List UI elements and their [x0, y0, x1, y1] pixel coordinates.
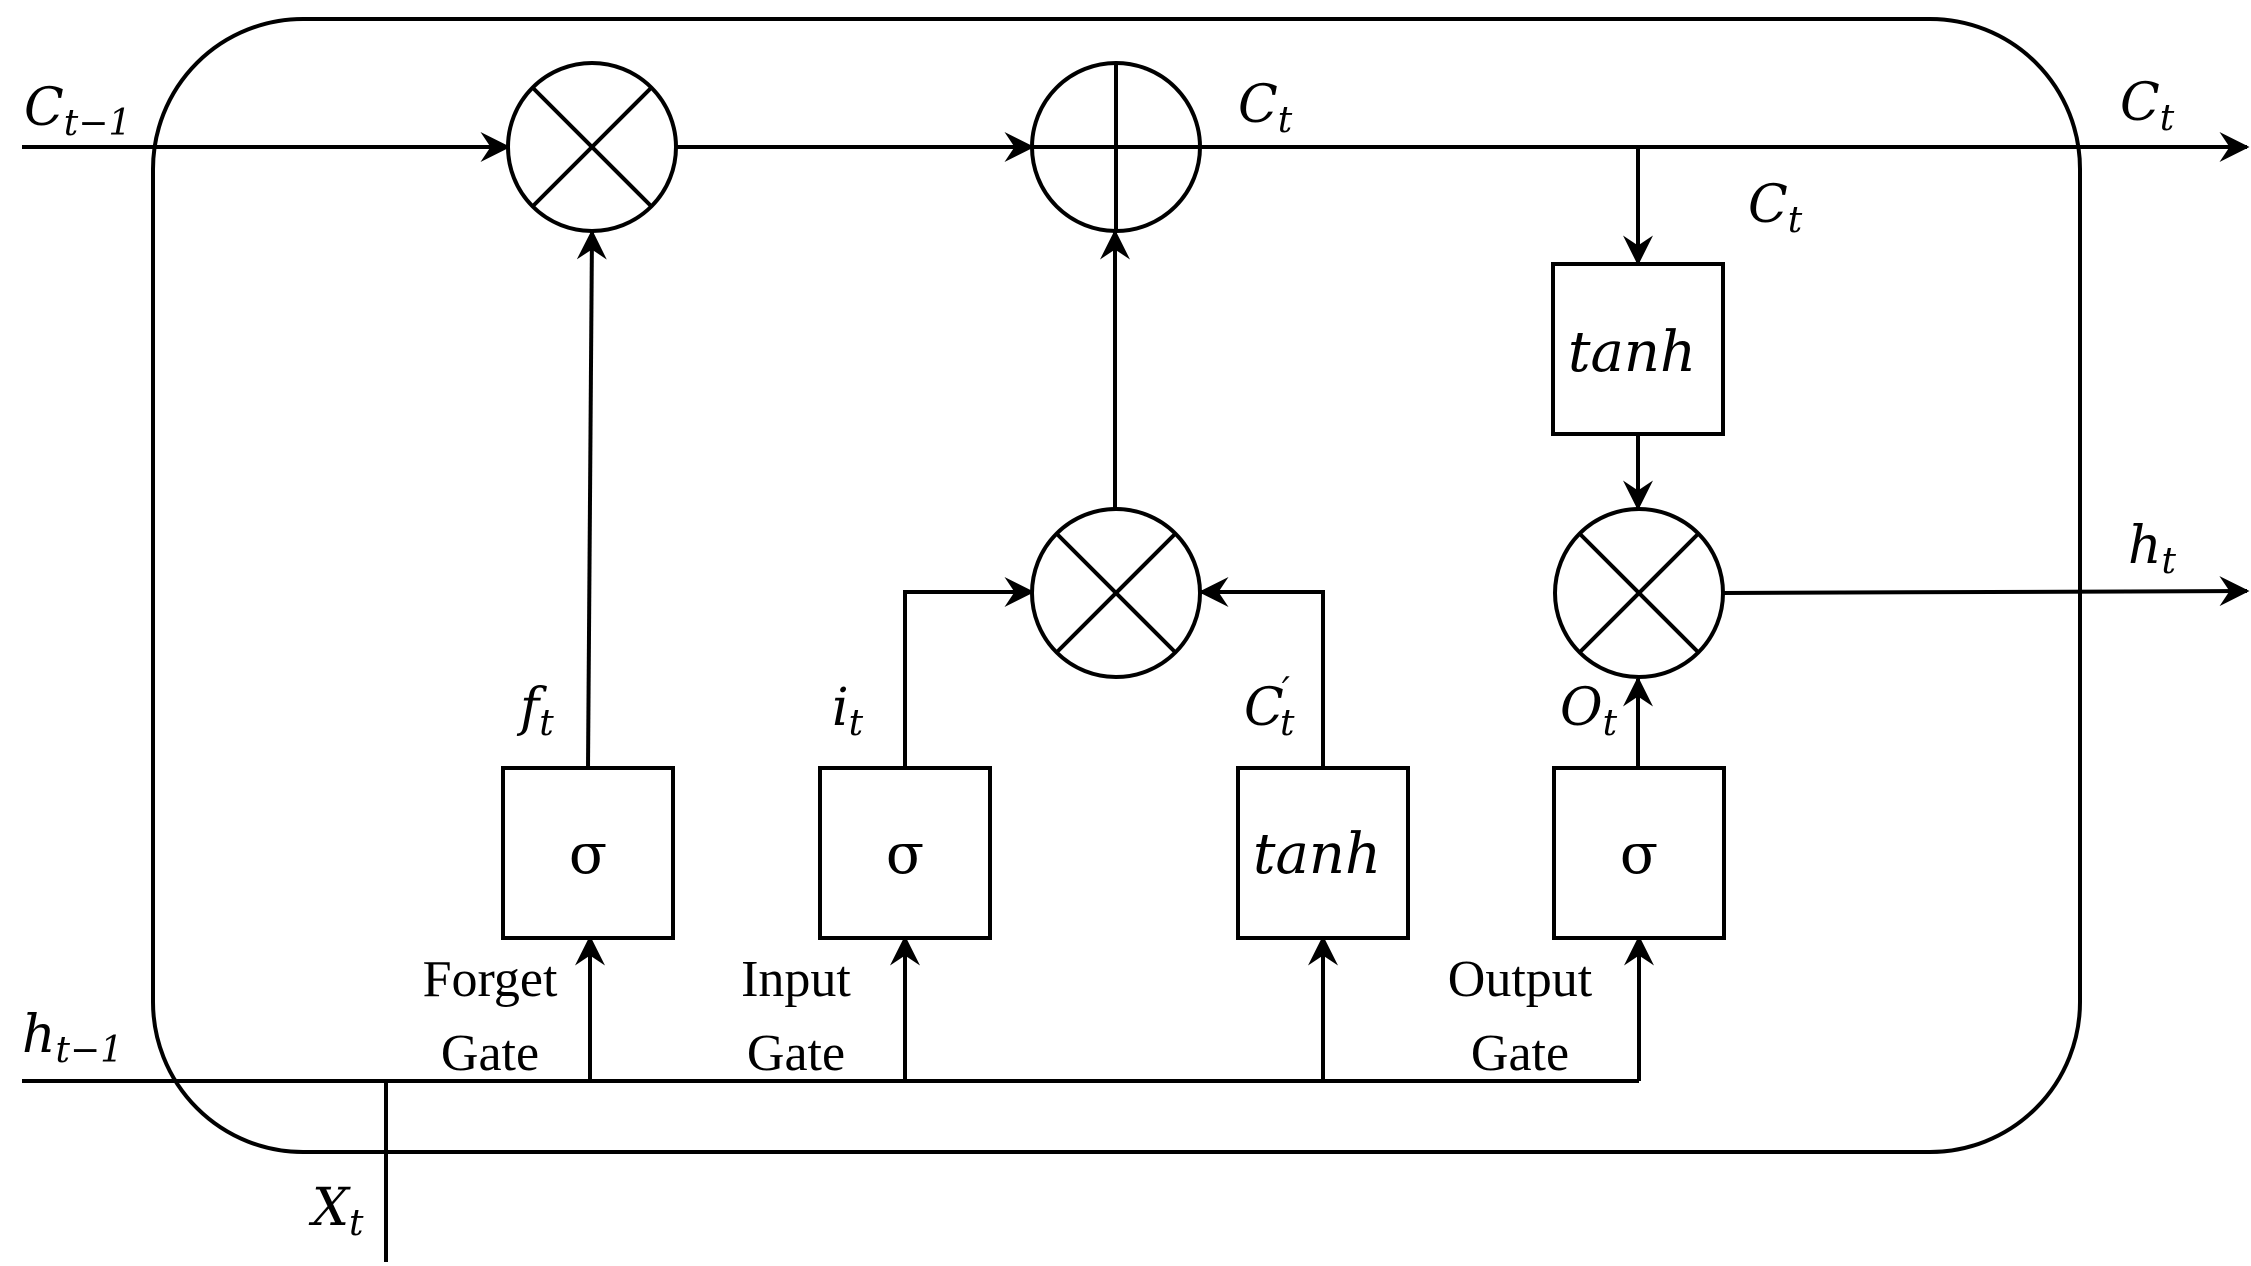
input-sigma-box: σ	[818, 766, 992, 940]
forget-sigma-label: σ	[569, 822, 607, 887]
c-branch-label: Ct	[1748, 175, 1803, 241]
output-multiply-node	[1553, 507, 1725, 679]
hidden-state-output-line	[1722, 576, 2250, 607]
candidate-tanh-box: tanh	[1236, 766, 1410, 940]
output-gate-label-line1: Output	[1448, 951, 1593, 1008]
output-sigma-box: σ	[1552, 766, 1726, 940]
forget-gate-label-line1: Forget	[423, 951, 558, 1008]
cell-tanh-box: tanh	[1551, 262, 1725, 436]
input-activation-label: it	[832, 678, 864, 744]
c-mid-label: Ct	[1238, 75, 1293, 141]
lstm-cell-boundary	[151, 17, 2082, 1154]
candidate-tanh-label: tanh	[1253, 822, 1381, 887]
input-gate-line	[903, 577, 1035, 768]
x-input-label: Xt	[308, 1178, 364, 1244]
candidate-label: C′t	[1244, 671, 1295, 744]
forget-gate-label-line2: Gate	[441, 1025, 539, 1082]
c-out-label: Ct	[2120, 73, 2175, 139]
input-gate-label-line2: Gate	[747, 1025, 845, 1082]
forget-activation-label: ft	[516, 678, 554, 744]
output-sigma-label: σ	[1620, 822, 1658, 887]
forget-output-line	[576, 229, 607, 769]
output-gate-label-line2: Gate	[1471, 1025, 1569, 1082]
cell-tanh-label: tanh	[1568, 320, 1696, 385]
cell-add-node	[1030, 61, 1202, 233]
h-prev-label: ht−1	[22, 1005, 123, 1071]
output-activation-label: Ot	[1560, 678, 1618, 744]
c-prev-label: Ct−1	[24, 78, 131, 144]
input-sigma-label: σ	[886, 822, 924, 887]
input-gate-label-line1: Input	[741, 951, 851, 1008]
forget-multiply-node	[506, 61, 678, 233]
forget-sigma-box: σ	[501, 766, 675, 940]
candidate-line	[1198, 577, 1325, 768]
input-multiply-node	[1030, 507, 1202, 679]
h-out-label: ht	[2128, 516, 2177, 582]
